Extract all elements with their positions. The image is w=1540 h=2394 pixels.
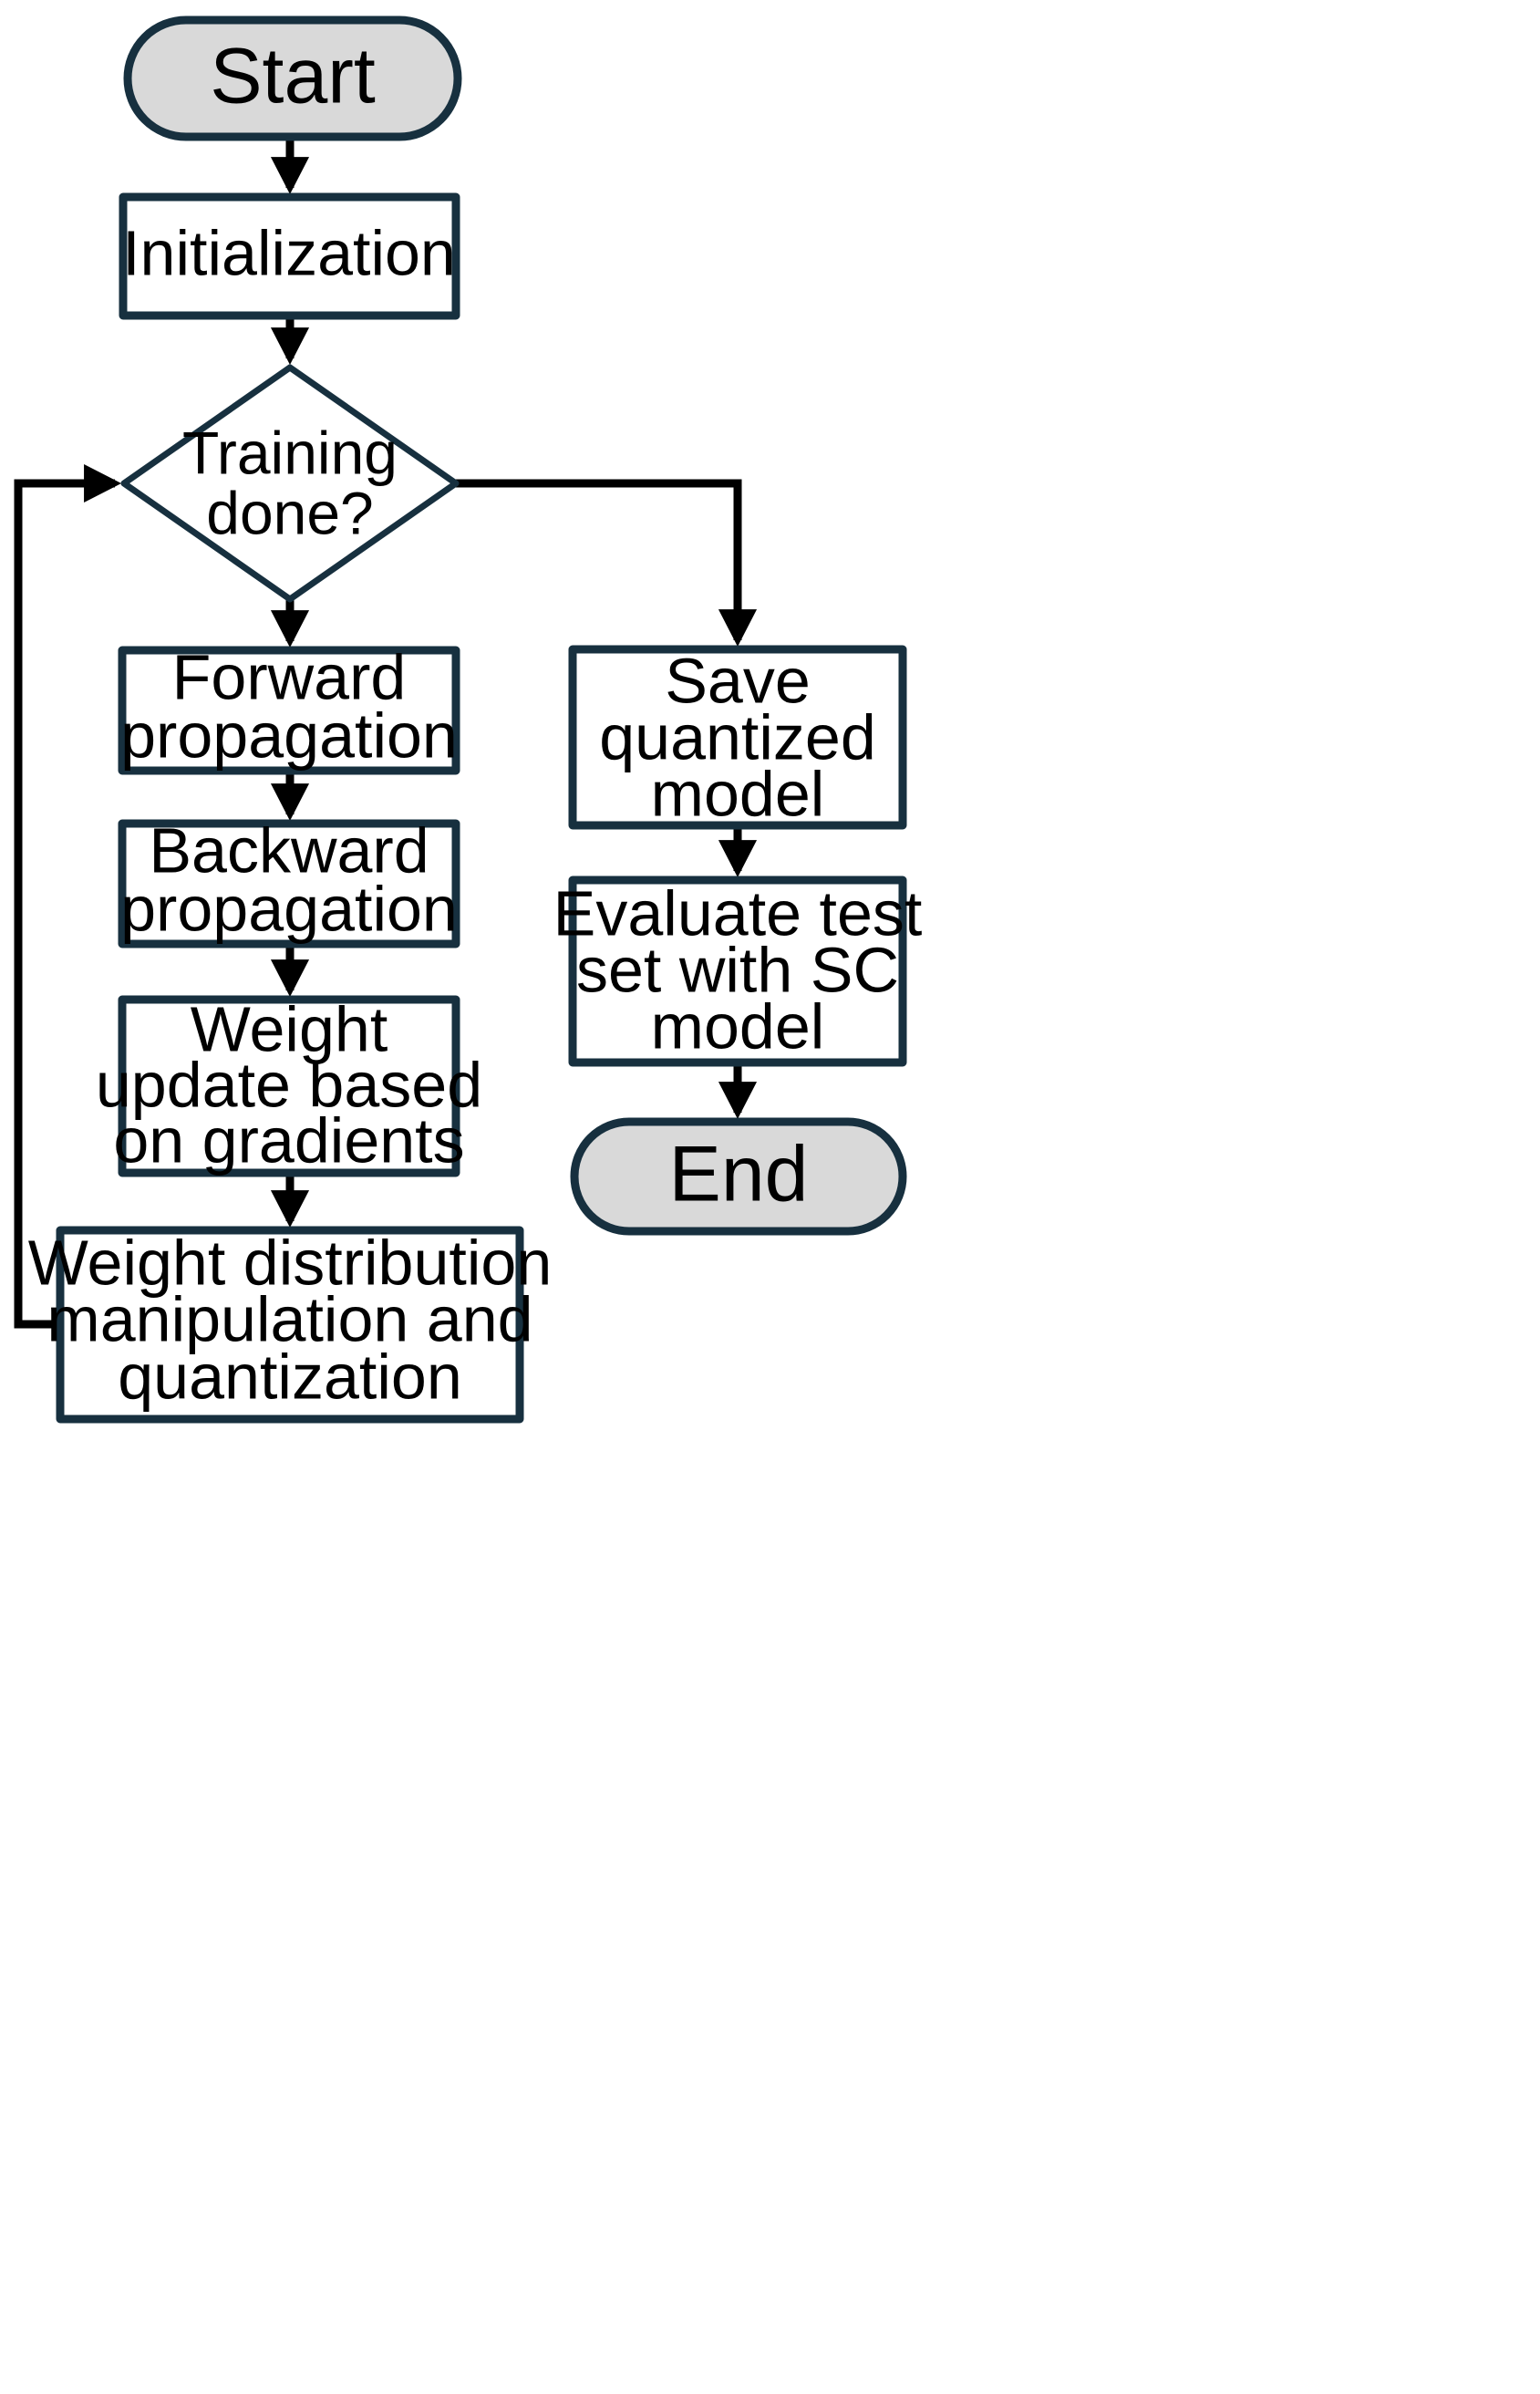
evaluate-test-set-label-line-3: model [651, 990, 825, 1062]
edge-weight-distribution-to-training-done [14, 463, 122, 1329]
forward-propagation-label-line-2: propagation [120, 700, 458, 771]
training-done-label-line-2: done? [206, 479, 374, 546]
training-done-label-line-1: Training [182, 419, 398, 486]
connector-layer [14, 137, 758, 1329]
evaluate-test-set-shape [568, 876, 907, 1067]
save-model-label-line-2: quantized [599, 701, 876, 772]
weight-distribution-label-line-3: quantization [118, 1341, 462, 1412]
save-model-label-line-3: model [651, 758, 825, 829]
weight-update-label-line-2: update based [96, 1049, 482, 1120]
node-save-model[interactable]: Save quantized model [568, 645, 907, 830]
node-start[interactable]: Start [123, 16, 462, 141]
node-end[interactable]: End [570, 1117, 907, 1236]
node-initialization[interactable]: Initialization [119, 192, 460, 320]
node-training-done[interactable]: Training done? [120, 364, 460, 603]
node-weight-distribution[interactable]: Weight distribution manipulation and qua… [28, 1226, 553, 1424]
start-label: Start [210, 33, 376, 120]
start-shape [123, 16, 462, 141]
node-backward-propagation[interactable]: Backward propagation [118, 814, 460, 948]
node-evaluate-test-set[interactable]: Evaluate test set with SC model [553, 876, 923, 1067]
weight-update-label-line-1: Weight [191, 993, 388, 1064]
backward-propagation-label-line-2: propagation [120, 873, 458, 944]
forward-propagation-shape [118, 646, 460, 775]
evaluate-test-set-label-line-1: Evaluate test [553, 877, 923, 948]
node-weight-update[interactable]: Weight update based on gradients [96, 993, 482, 1177]
weight-update-label-line-3: on gradients [113, 1104, 464, 1176]
node-forward-propagation[interactable]: Forward propagation [118, 641, 460, 775]
weight-distribution-label-line-2: manipulation and [47, 1283, 532, 1354]
training-done-shape [120, 364, 460, 603]
weight-distribution-shape [56, 1226, 524, 1424]
backward-propagation-label-line-1: Backward [149, 814, 429, 886]
end-shape [570, 1117, 907, 1236]
forward-propagation-label-line-1: Forward [172, 641, 407, 712]
edge-training-done-to-save-model [456, 479, 758, 648]
save-model-shape [568, 645, 907, 830]
backward-propagation-shape [118, 819, 460, 948]
save-model-label-line-1: Save [665, 645, 811, 716]
evaluate-test-set-label-line-2: set with SC [576, 934, 899, 1005]
initialization-label: Initialization [122, 217, 456, 288]
initialization-shape [119, 192, 460, 320]
end-label: End [668, 1131, 808, 1218]
weight-update-shape [118, 995, 460, 1177]
weight-distribution-label-line-1: Weight distribution [28, 1227, 553, 1298]
